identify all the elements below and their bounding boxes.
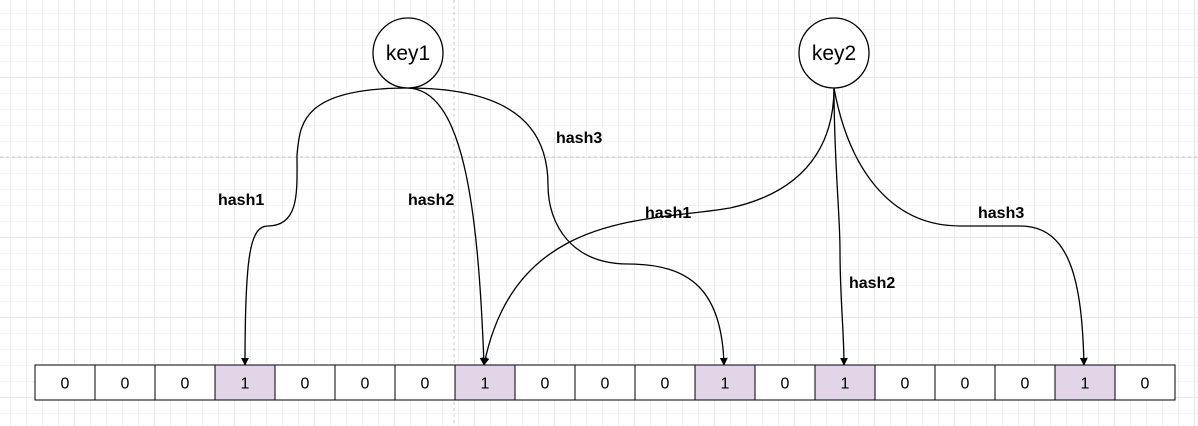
edge-key2-hash2[interactable]: [833, 87, 848, 366]
bit-cell-box: [814, 364, 876, 401]
bit-cell-value: 0: [1141, 376, 1150, 393]
bit-cell-box: [694, 364, 756, 401]
bit-cell: 0: [154, 364, 216, 401]
bit-cell-box: [514, 364, 576, 401]
bit-cell-value: 1: [481, 376, 490, 393]
edge-key2-hash3[interactable]: [833, 87, 1088, 366]
bit-cell-box: [754, 364, 816, 401]
bit-cell-box: [334, 364, 396, 401]
bit-cell-box: [994, 364, 1056, 401]
bit-cell-value: 0: [361, 376, 370, 393]
key-node-key1[interactable]: key1: [372, 17, 444, 89]
bit-cell: 1: [694, 364, 756, 401]
bit-cell: 0: [574, 364, 636, 401]
bit-cell: 0: [94, 364, 156, 401]
bit-cell-value: 1: [721, 376, 730, 393]
bit-cell: 1: [1054, 364, 1116, 401]
bit-cell-value: 0: [601, 376, 610, 393]
bit-cell-box: [574, 364, 636, 401]
bit-cell: 0: [334, 364, 396, 401]
bit-cell-value: 0: [781, 376, 790, 393]
bit-cell: 0: [1114, 364, 1176, 401]
key-circle: [372, 17, 444, 89]
bit-cell-value: 0: [901, 376, 910, 393]
bit-cell: 1: [454, 364, 516, 401]
bit-cell-value: 0: [421, 376, 430, 393]
key-label: key2: [812, 42, 856, 65]
bit-cell-value: 0: [541, 376, 550, 393]
bit-cell-value: 1: [1081, 376, 1090, 393]
edge-label-key2-hash1: hash1: [645, 205, 691, 222]
bit-cell-value: 1: [841, 376, 850, 393]
bit-cell: 0: [754, 364, 816, 401]
edge-label-key1-hash1: hash1: [218, 192, 264, 209]
bit-cell-box: [934, 364, 996, 401]
bit-cell-box: [634, 364, 696, 401]
bit-cell-value: 0: [121, 376, 130, 393]
bit-cell: 0: [274, 364, 336, 401]
bit-cell-value: 0: [1021, 376, 1030, 393]
key-label: key1: [386, 42, 430, 65]
bit-cell-value: 0: [961, 376, 970, 393]
bit-cell-value: 0: [61, 376, 70, 393]
bit-cell: 0: [634, 364, 696, 401]
edge-key2-hash1[interactable]: [481, 87, 835, 366]
edges-layer: [241, 87, 1088, 366]
bit-cell-box: [94, 364, 156, 401]
bit-cell-value: 0: [661, 376, 670, 393]
bit-cell-box: [874, 364, 936, 401]
edge-key1-hash3[interactable]: [407, 87, 728, 366]
bit-cell: 0: [34, 364, 96, 401]
bit-cell: 1: [814, 364, 876, 401]
edge-labels: hash1 hash2 hash3 hash1 hash2 hash3: [218, 130, 1024, 292]
edge-label-key1-hash2: hash2: [408, 192, 454, 209]
bit-cell-value: 0: [301, 376, 310, 393]
bit-cell: 1: [214, 364, 276, 401]
bit-cell-value: 0: [181, 376, 190, 393]
edge-label-key2-hash3: hash3: [978, 205, 1024, 222]
edge-label-key2-hash2: hash2: [849, 275, 895, 292]
bit-cell: 0: [874, 364, 936, 401]
bit-cell: 0: [994, 364, 1056, 401]
bit-cell-box: [394, 364, 456, 401]
bit-cell: 0: [394, 364, 456, 401]
edge-label-key1-hash3: hash3: [556, 130, 602, 147]
key-node-key2[interactable]: key2: [798, 17, 870, 89]
bit-cell: 0: [514, 364, 576, 401]
edge-key1-hash2[interactable]: [407, 87, 488, 366]
bit-cell-value: 1: [241, 376, 250, 393]
bit-cell-box: [274, 364, 336, 401]
key-circle: [798, 17, 870, 89]
bit-array: 0 0 0 1 0 0 0 1 0 0 0 1 0 1 0 0 0 1 0: [34, 364, 1176, 401]
bit-cell: 0: [934, 364, 996, 401]
edge-key1-hash1[interactable]: [241, 87, 409, 366]
bit-cell-box: [1114, 364, 1176, 401]
